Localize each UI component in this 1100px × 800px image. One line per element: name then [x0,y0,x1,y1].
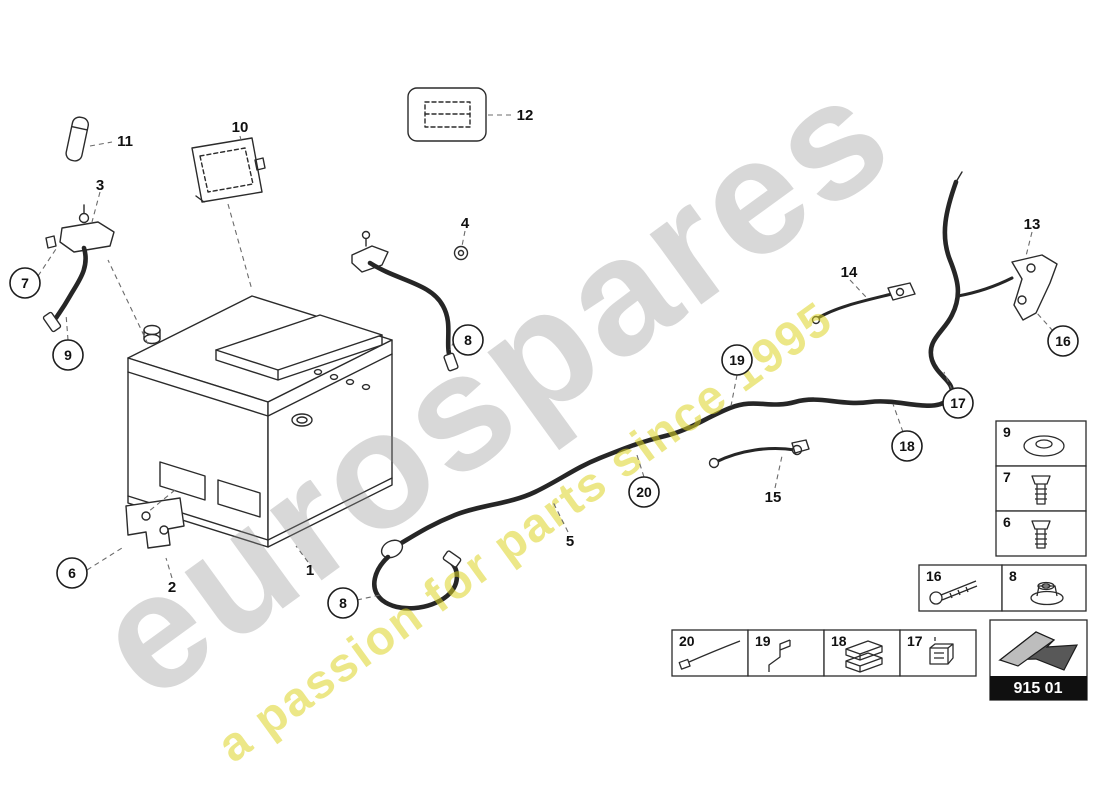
legend-cell-20: 20 [671,629,749,677]
flange-nut-icon [1030,581,1064,606]
clip-icon [929,637,954,665]
legend-cell-6: 6 [995,510,1087,557]
positive-cable-drawing [351,230,469,372]
legend-17-label: 17 [907,633,923,649]
legend-9-label: 9 [1003,424,1011,440]
cable-tie-icon [678,640,741,670]
legend-6-label: 6 [1003,514,1011,530]
bracket-icon [768,639,791,672]
legend-cell-17: 17 [899,629,977,677]
legend-cell-9: 9 [995,420,1087,467]
callout-20: 20 [628,476,660,508]
callout-18: 18 [891,430,923,462]
legend-cell-19: 19 [747,629,825,677]
callout-19-label: 19 [729,352,745,368]
label-1: 1 [306,562,314,579]
wiring-harness-drawing [372,171,1014,611]
callout-16: 16 [1047,325,1079,357]
battery-drawing [127,295,393,548]
washer-icon [1023,435,1065,457]
hex-bolt-icon [1031,475,1051,505]
cylinder-part-drawing [65,116,90,162]
legend-cell-7: 7 [995,465,1087,512]
callout-17-label: 17 [950,395,966,411]
part-code-label: 915 01 [1014,680,1063,697]
callout-19: 19 [721,344,753,376]
label-3: 3 [96,177,104,194]
legend-16-label: 16 [926,568,942,584]
callout-8-upper-label: 8 [464,332,472,348]
strap-bracket-drawing [708,439,810,469]
callout-18-label: 18 [899,438,915,454]
cover-plate-drawing [191,137,266,203]
legend-8-label: 8 [1009,568,1017,584]
hex-bolt-icon [1031,520,1051,549]
legend-cell-8: 8 [1001,564,1087,612]
legend-20-label: 20 [679,633,695,649]
spacer-stack-icon [845,640,883,673]
callout-9: 9 [52,339,84,371]
rod-bracket-drawing [811,282,916,325]
legend-cell-16: 16 [918,564,1003,612]
callout-20-label: 20 [636,484,652,500]
callout-6: 6 [56,557,88,589]
label-10: 10 [232,119,249,136]
callout-9-label: 9 [64,347,72,363]
legend-19-label: 19 [755,633,771,649]
part-code-box: 915 01 [989,619,1088,701]
reference-box-drawing [407,87,487,142]
label-12: 12 [517,107,534,124]
label-11: 11 [117,133,133,150]
callout-6-label: 6 [68,565,76,581]
label-4: 4 [461,215,470,232]
callout-7: 7 [9,267,41,299]
callout-16-label: 16 [1055,333,1071,349]
eurospares-arrow-icon [998,631,1079,671]
callout-8-lower: 8 [327,587,359,619]
callout-8-upper: 8 [452,324,484,356]
callout-8-lower-label: 8 [339,595,347,611]
legend-cell-18: 18 [823,629,901,677]
label-15: 15 [765,489,782,506]
screw-icon [929,580,978,605]
label-14: 14 [841,264,858,281]
corner-bracket-drawing [1011,254,1058,321]
leader-lines [37,114,1054,601]
label-13: 13 [1024,216,1041,233]
callout-7-label: 7 [21,275,29,291]
label-5: 5 [566,533,574,550]
callout-17: 17 [942,387,974,419]
terminal-clamp-drawing [42,204,115,333]
mounting-bracket-drawing [125,497,185,549]
label-2: 2 [168,579,176,596]
legend-18-label: 18 [831,633,847,649]
legend-7-label: 7 [1003,469,1011,485]
